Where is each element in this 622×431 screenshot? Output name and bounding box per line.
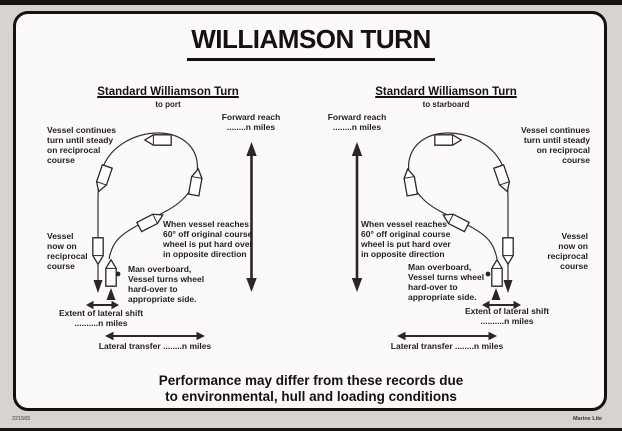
starboard-forward-reach-arrow [351,142,363,292]
port-man-overboard-label: Man overboard, Vessel turns wheel hard-o… [128,264,205,304]
title-row: WILLIAMSON TURN [0,24,622,61]
brand-mark: Marine Lite [572,416,602,422]
vessel-icon [92,237,104,265]
port-diagram-heading: Standard Williamson Turn [97,86,239,98]
vessel-icon [105,259,117,287]
port-diagram-direction: to port [155,100,181,109]
vessel-icon [434,134,462,146]
starboard-man-overboard-dot [485,271,491,277]
port-reciprocal-arrowhead [93,280,103,293]
port-lateral-transfer-arrow [105,331,205,341]
photo-top-edge [0,0,622,5]
port-continue-turn-label: Vessel continues turn until steady on re… [47,125,116,165]
port-forward-reach-label: Forward reach ........n miles [221,112,281,132]
vessel-icon [144,134,172,146]
photo-bottom-edge [0,428,622,431]
footer-disclaimer: Performance may differ from these record… [158,373,464,405]
port-original-course-arrowhead [106,288,116,300]
vessel-icon [187,167,205,197]
starboard-forward-reach-label: Forward reach ........n miles [327,112,387,132]
vessel-icon [93,164,113,194]
port-reciprocal-label: Vessel now on reciprocal course [47,231,88,271]
port-lateral-transfer-label: Lateral transfer ........n miles [98,341,212,351]
starboard-hard-over-label: When vessel reaches 60° off original cou… [361,219,451,259]
product-code: 221565 [12,416,31,422]
port-forward-reach-arrow [246,142,257,292]
vessel-icon [491,259,503,287]
port-lateral-shift-arrow [86,300,119,310]
vessel-icon [401,167,419,197]
starboard-lateral-shift-label: Extent of lateral shift ..........n mile… [464,306,550,326]
starboard-diagram-direction: to starboard [422,100,470,109]
main-title: WILLIAMSON TURN [187,24,435,61]
port-hard-over-label: When vessel reaches 60° off original cou… [163,219,253,259]
starboard-reciprocal-label: Vessel now on reciprocal course [547,231,588,271]
starboard-lateral-transfer-arrow [397,331,497,341]
starboard-continue-turn-label: Vessel continues turn until steady on re… [521,125,590,165]
starboard-original-course-arrowhead [491,288,501,300]
port-lateral-shift-label: Extent of lateral shift ..........n mile… [58,308,144,328]
starboard-lateral-transfer-label: Lateral transfer ........n miles [390,341,504,351]
starboard-reciprocal-arrowhead [503,280,513,293]
starboard-diagram-heading: Standard Williamson Turn [375,86,517,98]
vessel-icon [493,164,513,194]
starboard-lateral-shift-arrow [482,300,521,310]
starboard-man-overboard-label: Man overboard, Vessel turns wheel hard-o… [408,262,485,302]
vessel-icon [502,237,514,265]
